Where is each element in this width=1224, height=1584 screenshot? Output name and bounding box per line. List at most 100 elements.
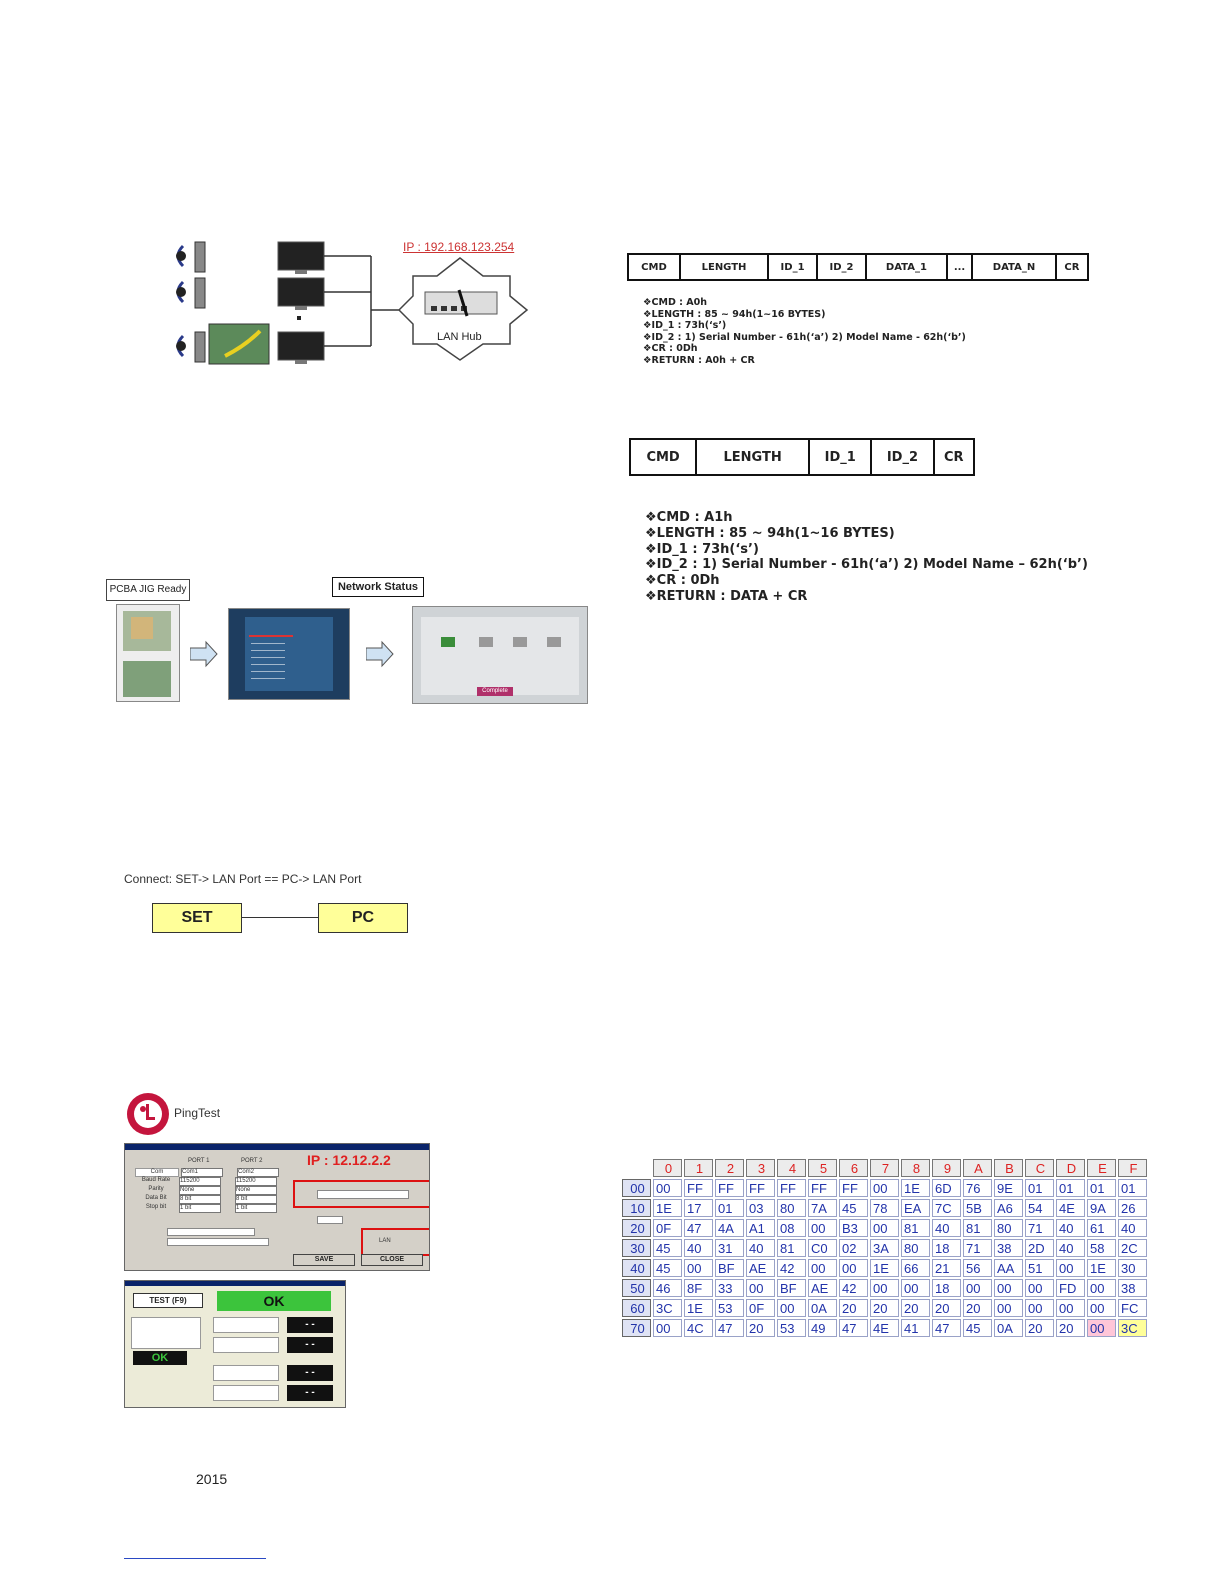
hex-cell: 00 — [1087, 1299, 1116, 1317]
hex-col-header: 4 — [777, 1159, 806, 1177]
dash-indicator: - - — [287, 1365, 333, 1381]
hex-cell: 45 — [653, 1239, 682, 1257]
hex-col-header: 6 — [839, 1159, 868, 1177]
port2-select[interactable]: None — [235, 1186, 277, 1195]
hex-cell: 6D — [932, 1179, 961, 1197]
hex-row: 304540314081C0023A801871382D40582C — [622, 1239, 1147, 1257]
hex-cell: 47 — [932, 1319, 961, 1337]
hex-cell: 00 — [870, 1279, 899, 1297]
port1-select[interactable]: Com1 — [181, 1168, 223, 1177]
hex-cell: EA — [901, 1199, 930, 1217]
port2-select[interactable]: 1 bit — [235, 1204, 277, 1213]
proto1-ellipsis: ... — [947, 254, 972, 280]
hex-cell: 81 — [777, 1239, 806, 1257]
hex-cell: 00 — [994, 1279, 1023, 1297]
hex-cell: 42 — [777, 1259, 806, 1277]
hex-cell: 20 — [839, 1299, 868, 1317]
status-tv-icon — [441, 637, 455, 647]
hex-cell: 31 — [715, 1239, 744, 1257]
arrow-right-icon — [366, 640, 394, 668]
ip-address-input[interactable] — [317, 1190, 409, 1199]
hex-cell: 3C — [1118, 1319, 1147, 1337]
hex-cell: 49 — [808, 1319, 837, 1337]
hex-cell: 40 — [1118, 1219, 1147, 1237]
port1-select[interactable]: 8 bit — [179, 1195, 221, 1204]
proto1-note: ID_2 : 1) Serial Number - 61h(‘a’) 2) Mo… — [643, 332, 966, 344]
hex-cell: 00 — [1056, 1259, 1085, 1277]
proto2-note: CR : 0Dh — [645, 573, 1088, 589]
hex-cell: 45 — [839, 1199, 868, 1217]
window-titlebar — [125, 1281, 345, 1286]
dash-indicator: - - — [287, 1337, 333, 1353]
set-box: SET — [152, 903, 242, 933]
port1-select[interactable]: 1 bit — [179, 1204, 221, 1213]
hex-cell: 80 — [901, 1239, 930, 1257]
hex-cell: 00 — [1087, 1279, 1116, 1297]
hub-label: LAN Hub — [437, 331, 482, 343]
input-field[interactable] — [167, 1238, 269, 1246]
row-label: Parity — [135, 1186, 177, 1195]
lan-radio[interactable]: LAN — [379, 1238, 391, 1244]
port2-select[interactable]: Com2 — [237, 1168, 279, 1177]
port1-select[interactable]: None — [179, 1186, 221, 1195]
ok-status: OK — [133, 1351, 187, 1365]
result-field — [213, 1365, 279, 1381]
hex-cell: 20 — [963, 1299, 992, 1317]
hex-cell: 00 — [746, 1279, 775, 1297]
menu-highlight — [249, 635, 293, 637]
protocol-notes-1: CMD : A0h LENGTH : 85 ~ 94h(1~16 BYTES) … — [643, 297, 966, 366]
close-button[interactable]: CLOSE — [361, 1254, 423, 1266]
hex-cell: 51 — [1025, 1259, 1054, 1277]
hex-cell: 01 — [1056, 1179, 1085, 1197]
hex-cell: 20 — [1056, 1319, 1085, 1337]
hex-cell: 40 — [1056, 1219, 1085, 1237]
hex-cell: 5B — [963, 1199, 992, 1217]
port1-select[interactable]: 115200 — [179, 1177, 221, 1186]
dash-indicator: - - — [287, 1317, 333, 1333]
hex-cell: AE — [808, 1279, 837, 1297]
hex-cell: 40 — [1056, 1239, 1085, 1257]
port2-select[interactable]: 115200 — [235, 1177, 277, 1186]
hex-row: 0000FFFFFFFFFFFF001E6D769E01010101 — [622, 1179, 1147, 1197]
hex-cell: 00 — [870, 1179, 899, 1197]
hex-cell: 78 — [870, 1199, 899, 1217]
input-field[interactable] — [167, 1228, 255, 1236]
hex-cell: 1E — [870, 1259, 899, 1277]
hex-cell: 30 — [1118, 1259, 1147, 1277]
network-diagram: IP : 192.168.123.254 LAN Hub — [165, 236, 545, 376]
timeout-input[interactable] — [317, 1216, 343, 1224]
hex-col-header: 1 — [684, 1159, 713, 1177]
pcba-board-bottom — [123, 661, 171, 697]
complete-button[interactable]: Complete — [477, 687, 513, 696]
serial-config-window: PORT 1 PORT 2 Com Com1 Com2 Baud Rate 11… — [124, 1143, 430, 1271]
hex-cell: 33 — [715, 1279, 744, 1297]
hex-col-header: 7 — [870, 1159, 899, 1177]
proto2-note: LENGTH : 85 ~ 94h(1~16 BYTES) — [645, 526, 1088, 542]
pc-box: PC — [318, 903, 408, 933]
hex-cell: 26 — [1118, 1199, 1147, 1217]
hex-cell: 80 — [994, 1219, 1023, 1237]
hex-cell: 0A — [808, 1299, 837, 1317]
protocol-table-1: CMD LENGTH ID_1 ID_2 DATA_1 ... DATA_N C… — [627, 253, 1089, 281]
menu-screenshot — [228, 608, 350, 700]
hex-cell: 47 — [839, 1319, 868, 1337]
hex-cell: 45 — [653, 1259, 682, 1277]
hex-cell: 00 — [1025, 1279, 1054, 1297]
connect-caption: Connect: SET-> LAN Port == PC-> LAN Port — [124, 872, 361, 886]
pcba-photo — [116, 604, 180, 702]
save-button[interactable]: SAVE — [293, 1254, 355, 1266]
hex-cell: 00 — [808, 1259, 837, 1277]
test-button[interactable]: TEST (F9) — [133, 1293, 203, 1308]
port2-select[interactable]: 8 bit — [235, 1195, 277, 1204]
hex-cell: 03 — [746, 1199, 775, 1217]
hex-cell: 18 — [932, 1239, 961, 1257]
hex-col-header: 2 — [715, 1159, 744, 1177]
port2-header: PORT 2 — [241, 1158, 262, 1164]
hex-cell: 66 — [901, 1259, 930, 1277]
hex-col-header: F — [1118, 1159, 1147, 1177]
hex-cell: 81 — [963, 1219, 992, 1237]
proto2-note: ID_2 : 1) Serial Number - 61h(‘a’) 2) Mo… — [645, 557, 1088, 573]
proto1-id1: ID_1 — [768, 254, 817, 280]
proto1-cr: CR — [1056, 254, 1088, 280]
